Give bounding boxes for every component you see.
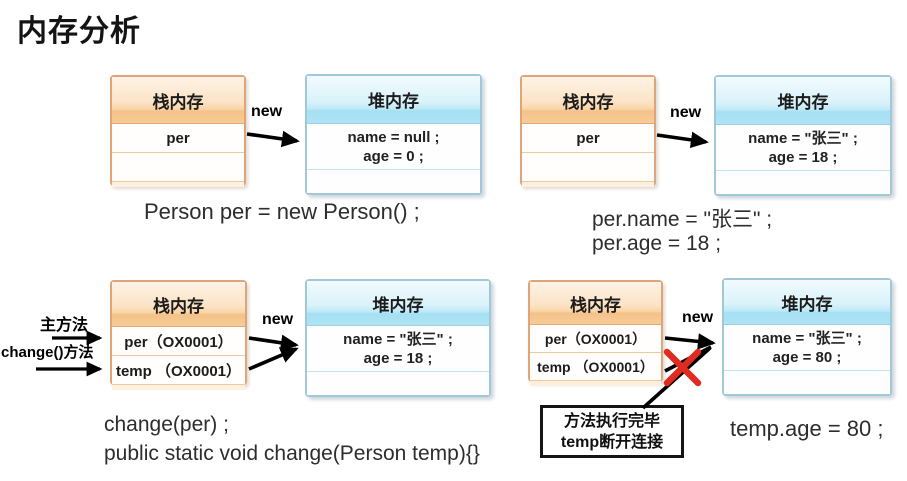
stack-footer xyxy=(112,182,244,187)
main-method-label: 主方法 xyxy=(40,317,89,334)
panel4-caption: temp.age = 80 ; xyxy=(730,416,884,441)
panel2-stack-memory-box: 栈内存 per xyxy=(520,75,656,187)
stack-row-per: per xyxy=(112,124,244,153)
heap-empty-row xyxy=(307,170,480,193)
heap-empty-row xyxy=(307,372,489,395)
panel1-caption: Person per = new Person() ; xyxy=(144,199,420,224)
stack-empty-row xyxy=(522,153,654,182)
panel4-stack-memory-box: 栈内存 per（OX0001） temp （OX0001） xyxy=(528,280,663,386)
panel3-temp-arrow xyxy=(248,347,299,371)
panel2-caption-line2: per.age = 18 ; xyxy=(592,232,722,255)
stack-row-temp: temp （OX0001） xyxy=(530,353,661,381)
heap-header: 堆内存 xyxy=(724,280,890,325)
heap-header: 堆内存 xyxy=(307,76,480,124)
heap-empty-row xyxy=(716,171,890,194)
heap-field-name: name = null ; xyxy=(347,128,440,146)
note-line1: 方法执行完毕 xyxy=(563,412,660,430)
heap-object-fields: name = "张三" ; age = 80 ; xyxy=(724,325,890,371)
stack-header: 栈内存 xyxy=(530,282,661,325)
panel1-stack-memory-box: 栈内存 per xyxy=(110,75,246,187)
panel3-caption-line1: change(per) ; xyxy=(104,413,229,436)
panel2-caption-line1: per.name = "张三" ; xyxy=(592,208,773,231)
heap-field-name: name = "张三" ; xyxy=(343,330,453,348)
stack-header: 栈内存 xyxy=(112,77,244,124)
stack-row-per: per xyxy=(522,124,654,153)
panel4-per-arrow xyxy=(664,333,716,350)
panel3-heap-memory-box: 堆内存 name = "张三" ; age = 18 ; xyxy=(305,279,491,397)
panel4-temp-arrow xyxy=(664,345,712,373)
panel3-stack-memory-box: 栈内存 per（OX0001） temp （OX0001） xyxy=(110,280,247,390)
stack-row-per: per（OX0001） xyxy=(530,325,661,353)
disconnect-x-icon xyxy=(663,348,702,387)
change-method-label: change()方法 xyxy=(1,344,94,361)
heap-field-name: name = "张三" ; xyxy=(752,329,862,347)
disconnect-x-icon xyxy=(663,348,702,387)
heap-object-fields: name = "张三" ; age = 18 ; xyxy=(307,326,489,372)
panel4-heap-memory-box: 堆内存 name = "张三" ; age = 80 ; xyxy=(722,278,892,396)
stack-header: 栈内存 xyxy=(112,282,245,327)
heap-field-name: name = "张三" ; xyxy=(748,129,858,147)
stack-footer xyxy=(530,381,661,386)
new-label: new xyxy=(262,311,294,328)
stack-empty-row xyxy=(112,153,244,182)
panel1-heap-memory-box: 堆内存 name = null ; age = 0 ; xyxy=(305,74,482,195)
heap-header: 堆内存 xyxy=(716,77,890,125)
new-label: new xyxy=(251,103,283,120)
heap-empty-row xyxy=(724,371,890,394)
panel3-caption-line2: public static void change(Person temp){} xyxy=(104,442,480,465)
new-label: new xyxy=(670,104,702,121)
heap-object-fields: name = "张三" ; age = 18 ; xyxy=(716,125,890,171)
heap-field-age: age = 0 ; xyxy=(363,147,424,165)
stack-footer xyxy=(522,182,654,187)
panel2-new-arrow xyxy=(656,131,709,149)
panel2-heap-memory-box: 堆内存 name = "张三" ; age = 18 ; xyxy=(714,75,892,196)
panel1-new-arrow xyxy=(246,130,300,148)
stack-header: 栈内存 xyxy=(522,77,654,124)
new-label: new xyxy=(682,309,714,326)
heap-field-age: age = 80 ; xyxy=(772,348,842,366)
stack-row-per: per（OX0001） xyxy=(112,327,245,356)
stack-row-temp: temp （OX0001） xyxy=(112,356,245,385)
heap-header: 堆内存 xyxy=(307,281,489,326)
panel3-per-arrow xyxy=(248,334,299,351)
heap-object-fields: name = null ; age = 0 ; xyxy=(307,124,480,170)
heap-field-age: age = 18 ; xyxy=(768,148,838,166)
page-title: 内存分析 xyxy=(17,15,141,48)
method-finished-note: 方法执行完毕 temp断开连接 xyxy=(540,405,684,458)
stack-footer xyxy=(112,385,245,390)
note-line2: temp断开连接 xyxy=(560,433,664,451)
heap-field-age: age = 18 ; xyxy=(363,349,433,367)
